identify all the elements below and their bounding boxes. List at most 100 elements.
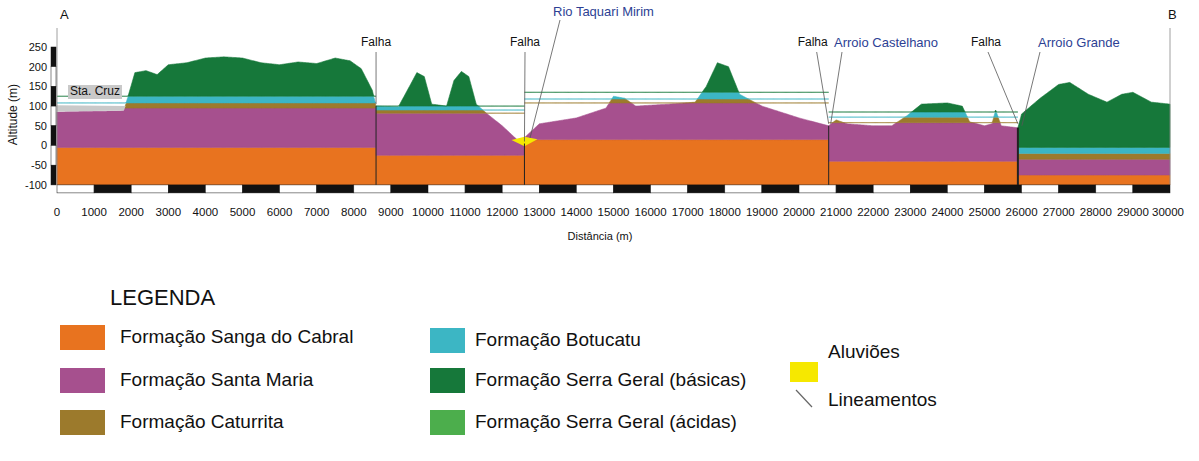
scale-bar [1022,185,1059,193]
scale-bar [51,67,56,87]
leader-line [524,52,526,142]
tick-label: 19000 [746,206,778,219]
section-label: Rio Taquari Mirim [553,5,654,19]
tick-label: 5000 [230,206,256,219]
stratum-layer [829,123,1018,162]
leader-line [831,52,842,124]
scale-bar [57,185,94,193]
scale-bar [947,185,984,193]
stratum-layer [57,147,376,184]
section-end [57,28,58,185]
legend-swatch [430,368,465,393]
scale-bar [94,185,131,193]
scale-bar [1133,185,1170,193]
strata [57,57,1170,185]
stratum-layer [1018,147,1170,153]
leader-line [376,52,377,104]
tick-label: 28000 [1080,206,1112,219]
fault-line [828,126,829,185]
legend-swatch [430,410,465,435]
legend-swatch [790,362,818,382]
stratum-layer [524,140,828,185]
section-label: A [60,8,69,22]
scale-bar [762,185,799,193]
legend-text: Formação Serra Geral (ácidas) [475,412,737,433]
scale-bar [1059,185,1096,193]
stratum-layer [376,71,524,106]
tick-label: 150 [29,80,47,92]
legend-text: Formação Caturrita [120,412,284,433]
legend-heading: LEGENDA [110,286,215,310]
tick-label: 14000 [560,206,592,219]
tick-label: 200 [29,61,47,73]
tick-label: 10000 [412,206,444,219]
scale-bar [280,185,317,193]
scale-bar [799,185,836,193]
tick-label: 6000 [267,206,293,219]
tick-label: 20000 [783,206,815,219]
tick-label: 1000 [81,206,107,219]
legend-swatch [430,328,465,353]
tick-label: 0 [54,206,60,219]
scale-bar [51,86,56,106]
legend-text: Aluviões [828,342,900,363]
stratum-layer [1018,153,1170,159]
tick-label: 29000 [1117,206,1149,219]
scale-bar [688,185,725,193]
section-label: Arroio Grande [1038,36,1120,50]
tick-label: 16000 [635,206,667,219]
section-label: Arroio Castelhano [834,36,938,50]
scale-bar [391,185,428,193]
stratum-layer [1018,175,1170,185]
tick-label: 27000 [1043,206,1075,219]
stratum-layer [376,106,524,110]
scale-bar [51,165,56,185]
stratum-layer [524,92,828,99]
legend-line-sample [796,390,812,407]
tick-label: 8000 [341,206,367,219]
tick-label: 15000 [598,206,630,219]
stratum-layer [829,103,1018,112]
tick-label: 100 [29,100,47,112]
scale-bar [985,185,1022,193]
tick-label: 23000 [894,206,926,219]
fault-line [524,144,525,185]
scale-bar [51,106,56,126]
tick-label: 13000 [523,206,555,219]
scale-bar [51,47,56,67]
section-end [1170,28,1171,185]
legend-text: Formação Sanga do Cabral [120,327,353,348]
scale-bar [243,185,280,193]
scale-bar [576,185,613,193]
stratum-layer [829,112,1018,117]
scale-bar [51,146,56,166]
stratum-layer [524,103,828,140]
scale-bar [51,126,56,146]
tick-label: 26000 [1006,206,1038,219]
tick-label: 18000 [709,206,741,219]
stratum-layer [524,99,828,103]
scale-bar [131,185,168,193]
scale-bar [354,185,391,193]
tick-label: 2000 [118,206,144,219]
legend-text: Formação Serra Geral (básicas) [475,370,746,391]
scale-bar [614,185,651,193]
stratum-layer [524,63,828,93]
scale-bar [428,185,465,193]
tick-label: 22000 [857,206,889,219]
tick-label: 9000 [378,206,404,219]
scale-bar [465,185,502,193]
scale-bar [873,185,910,193]
legend-text: Formação Botucatu [475,330,641,351]
fault-line [1017,128,1019,185]
scale-bar [725,185,762,193]
stratum-layer [829,161,1018,185]
leader-line [988,52,1018,124]
stratum-layer [376,110,524,113]
tick-label: 0 [41,139,47,151]
scale-bar [539,185,576,193]
scale-bar [205,185,242,193]
tick-label: 250 [29,41,47,53]
leader-line [817,52,829,124]
scale-bar [651,185,688,193]
